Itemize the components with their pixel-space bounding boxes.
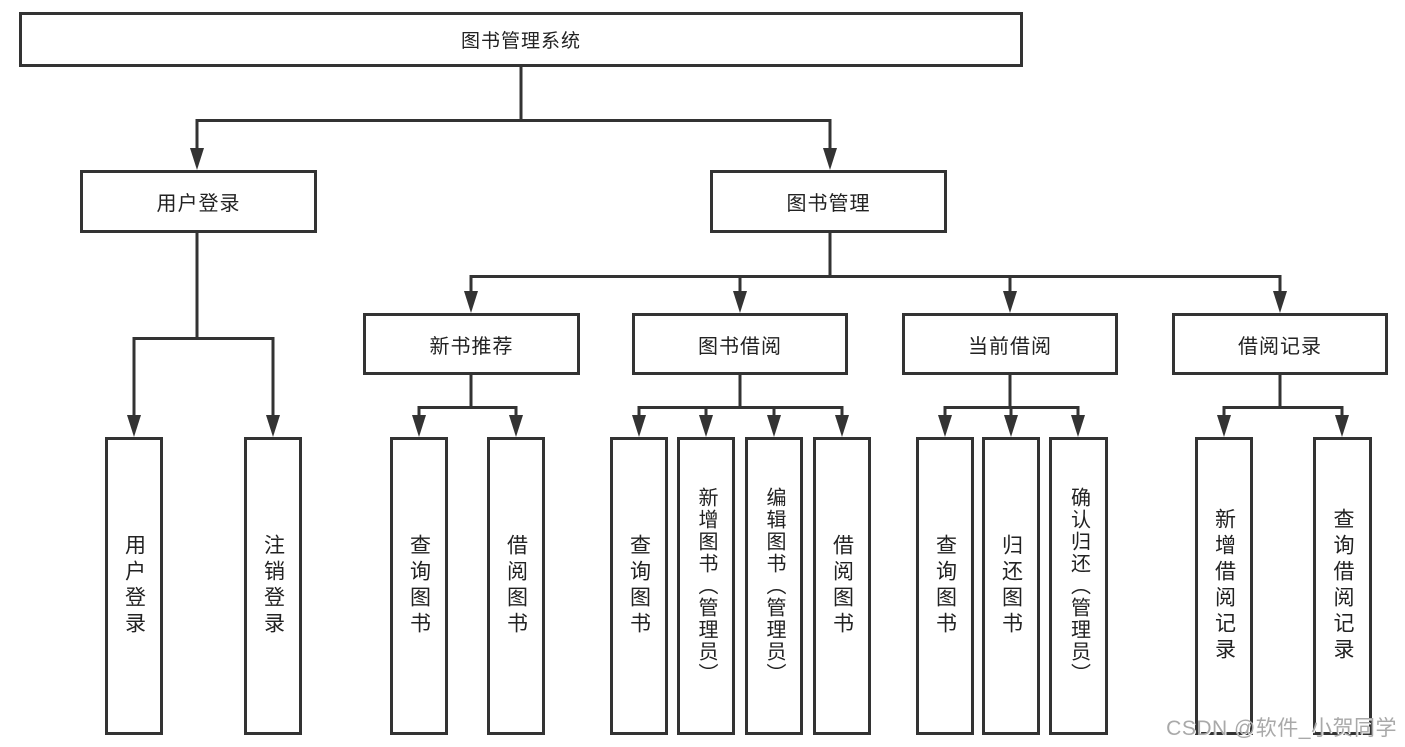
- leaf-user-login: 用户登录: [105, 437, 163, 735]
- node-library-management-system: 图书管理系统: [19, 12, 1023, 67]
- leaf-logout: 注销登录: [244, 437, 302, 735]
- edge-book-borrow-to-leaves: [632, 375, 849, 437]
- node-user-login: 用户登录: [80, 170, 317, 233]
- edge-root-to-level2: [190, 67, 837, 170]
- node-current-borrow: 当前借阅: [902, 313, 1118, 375]
- csdn-watermark: CSDN @软件_小贺同学: [1166, 717, 1397, 740]
- leaf-add-books-admin: 新增图书（管理员）: [677, 437, 735, 735]
- edge-new-book-recommend-to-leaves: [412, 375, 523, 437]
- node-book-management: 图书管理: [710, 170, 947, 233]
- edge-book-management-to-level3: [464, 233, 1287, 313]
- leaf-query-books-borrow: 查询图书: [610, 437, 668, 735]
- edge-borrow-records-to-leaves: [1217, 375, 1349, 437]
- leaf-return-books: 归还图书: [982, 437, 1040, 735]
- node-borrow-records: 借阅记录: [1172, 313, 1388, 375]
- leaf-confirm-return-admin: 确认归还（管理员）: [1049, 437, 1108, 735]
- leaf-edit-books-admin: 编辑图书（管理员）: [745, 437, 803, 735]
- node-new-book-recommend: 新书推荐: [363, 313, 580, 375]
- leaf-add-borrow-record: 新增借阅记录: [1195, 437, 1253, 735]
- leaf-borrow-books-recommend: 借阅图书: [487, 437, 545, 735]
- edge-user-login-to-leaves: [127, 233, 280, 437]
- leaf-query-books-recommend: 查询图书: [390, 437, 448, 735]
- node-book-borrow: 图书借阅: [632, 313, 848, 375]
- leaf-borrow-books: 借阅图书: [813, 437, 871, 735]
- edge-current-borrow-to-leaves: [938, 375, 1085, 437]
- leaf-query-books-current: 查询图书: [916, 437, 974, 735]
- leaf-query-borrow-record: 查询借阅记录: [1313, 437, 1372, 735]
